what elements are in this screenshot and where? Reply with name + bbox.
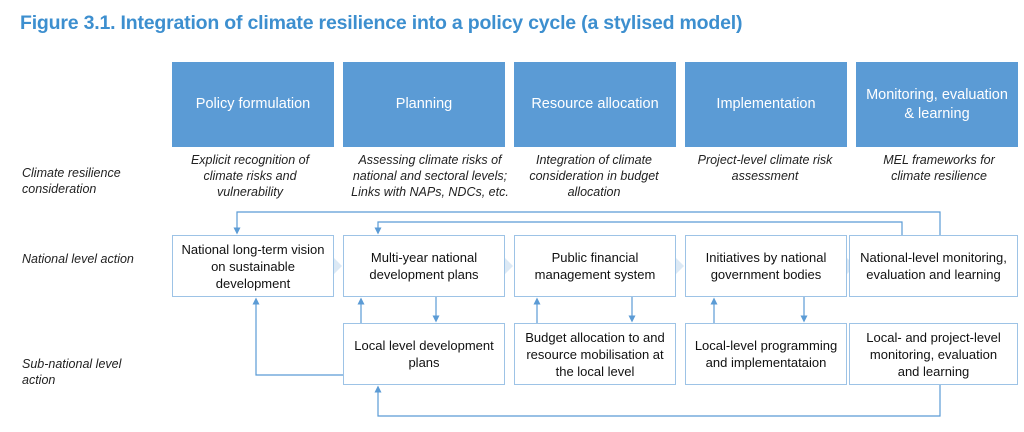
consideration-resource-allocation: Integration of climate consideration in … [529,153,659,199]
figure-title: Figure 3.1. Integration of climate resil… [20,12,743,34]
national-action-development-plans: Multi-year national development plans [343,235,505,297]
national-action-long-term-vision: National long-term vision on sustainable… [172,235,334,297]
feedback-line-national-mel-to-policy [233,211,941,235]
subnational-action-budget-allocation: Budget allocation to and resource mobili… [514,323,676,385]
subnational-action-local-programming: Local-level programming and implementata… [685,323,847,385]
header-planning: Planning [343,62,505,147]
header-monitoring-evaluation-learning: Monitoring, evaluation & learning [856,62,1018,147]
feedback-line-local-mel-to-local-plans [374,385,941,417]
header-policy-formulation: Policy formulation [172,62,334,147]
subnational-action-local-mel: Local- and project-level monitoring, eva… [849,323,1018,385]
row-label-subnational-level: Sub-national level action [22,357,122,387]
national-action-mel: National-level monitoring, evaluation an… [849,235,1018,297]
consideration-implementation: Project-level climate risk assessment [697,153,833,183]
national-action-government-initiatives: Initiatives by national government bodie… [685,235,847,297]
header-resource-allocation: Resource allocation [514,62,676,147]
consideration-policy-formulation: Explicit recognition of climate risks an… [190,153,310,199]
link-local-plans-to-vision [252,297,343,376]
consideration-monitoring: MEL frameworks for climate resilience [883,153,995,183]
feedback-line-national-mel-to-planning [374,221,903,235]
consideration-planning: Assessing climate risks of national and … [351,153,509,199]
subnational-action-local-development-plans: Local level development plans [343,323,505,385]
row-label-climate-resilience: Climate resilience consideration [22,166,121,196]
header-implementation: Implementation [685,62,847,147]
national-action-pfm-system: Public financial management system [514,235,676,297]
row-label-national-level: National level action [22,252,134,266]
